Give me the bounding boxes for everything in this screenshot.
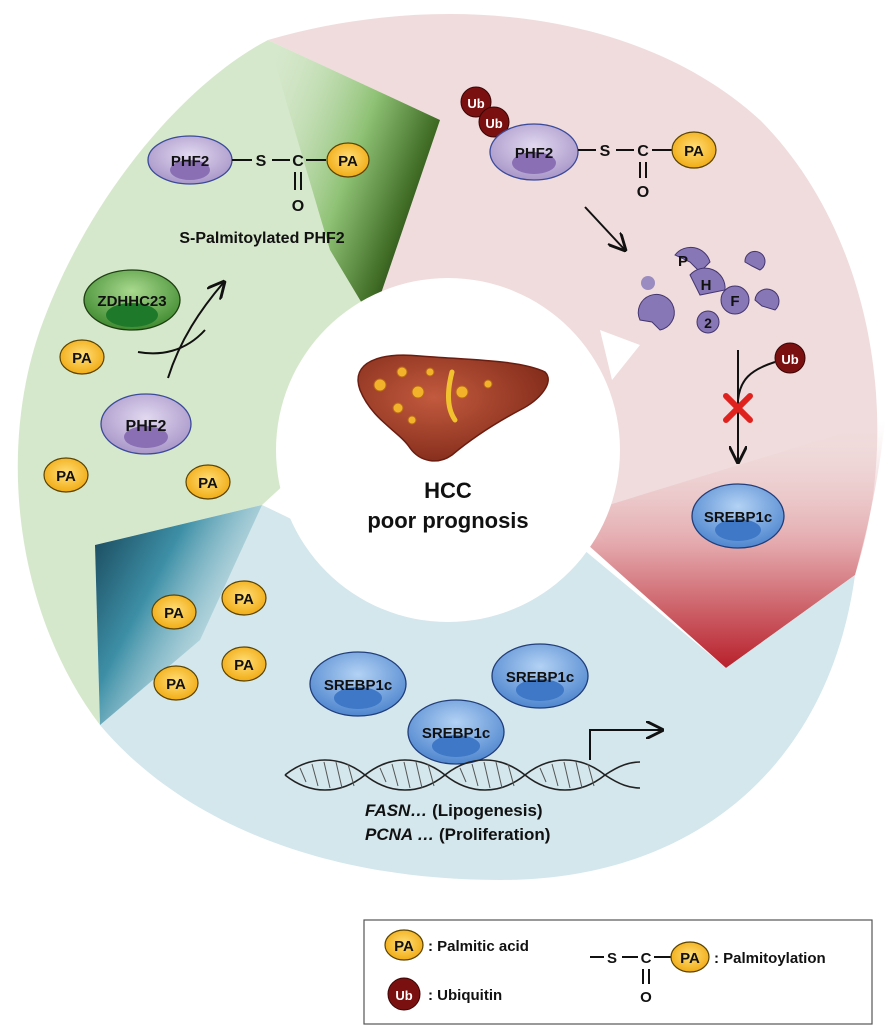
fragment-letter: P xyxy=(678,253,688,270)
notch-left xyxy=(292,378,335,440)
phf2-label: PHF2 xyxy=(515,145,553,162)
pa-molecule xyxy=(221,580,267,616)
legend-pa-label: : Palmitic acid xyxy=(428,938,529,955)
legend-oxygen: O xyxy=(640,989,652,1006)
zdhhc23-label: ZDHHC23 xyxy=(97,293,166,310)
palmitoylation-reaction-group: ZDHHC23 PA PA PA PHF2 xyxy=(43,269,231,500)
fragment-letter: H xyxy=(701,277,712,294)
srebp1c-label: SREBP1c xyxy=(324,677,392,694)
pa-label: PA xyxy=(72,350,92,367)
gene-pcna-function: (Proliferation) xyxy=(434,825,550,844)
pa-label: PA xyxy=(198,475,218,492)
degradation-arrow xyxy=(584,206,625,250)
legend-ub-label: : Ubiquitin xyxy=(428,987,502,1004)
pa-badge-label: PA xyxy=(338,153,358,170)
srebp1c-label: SREBP1c xyxy=(704,509,772,526)
pa-badge-label: PA xyxy=(684,143,704,160)
legend-palm-badge xyxy=(670,941,710,973)
srebp1c-protein xyxy=(309,651,407,717)
phf2-label: PHF2 xyxy=(171,153,209,170)
phf2-label: PHF2 xyxy=(126,418,167,435)
gene-line-2: PCNA … (Proliferation) xyxy=(365,825,550,844)
srebp1c-protein xyxy=(491,643,589,709)
oxygen-label: O xyxy=(637,184,649,201)
degraded-phf2-fragments: P H F 2 xyxy=(637,246,780,334)
gene-fasn-function: (Lipogenesis) xyxy=(427,801,542,820)
pa-badge xyxy=(326,142,370,178)
center-title-line2: poor prognosis xyxy=(367,508,528,533)
pa-label: PA xyxy=(164,605,184,622)
sulfur-label: S xyxy=(600,143,611,160)
gene-pcna: PCNA … xyxy=(365,825,434,844)
srebp1c-protein xyxy=(691,483,785,549)
pa-label: PA xyxy=(56,468,76,485)
oxygen-label: O xyxy=(292,198,304,215)
ubiquitin-badge xyxy=(774,342,806,374)
srebp1c-label: SREBP1c xyxy=(422,725,490,742)
legend-sulfur: S xyxy=(607,950,617,967)
carbon-label: C xyxy=(637,143,649,160)
blue-sector xyxy=(95,505,855,880)
pa-label: PA xyxy=(234,591,254,608)
blocked-ubiquitination: Ub xyxy=(723,342,806,462)
ubiquitin-badge xyxy=(460,86,492,118)
palmitoylated-caption: S-Palmitoylated PHF2 xyxy=(179,230,344,247)
ubiquitin-label: Ub xyxy=(467,96,484,111)
ubiquitin-label: Ub xyxy=(781,352,798,367)
dna-helix xyxy=(284,759,641,791)
pa-molecule xyxy=(43,457,89,493)
ubiquitinated-phf2-group: Ub Ub PHF2 S C O PA xyxy=(460,86,717,250)
transcription-group: PA PA PA PA SREBP1c SREBP1c SREBP1c xyxy=(151,580,662,844)
block-cross-icon xyxy=(723,393,753,423)
green-sector-gradient xyxy=(268,40,440,320)
pa-molecule xyxy=(221,646,267,682)
palmitoylated-phf2-group: PHF2 S C O PA S-Palmitoylated PHF2 xyxy=(147,135,370,247)
legend-ub-badge xyxy=(387,977,421,1011)
phf2-protein xyxy=(100,393,192,455)
ubiquitin-label: Ub xyxy=(485,116,502,131)
ubiquitin-badge xyxy=(478,106,510,138)
notch-bottom xyxy=(420,570,462,610)
center-title-line1: HCC xyxy=(424,478,472,503)
palmitoylation-arrow xyxy=(167,282,224,379)
sulfur-label: S xyxy=(256,153,267,170)
pa-badge xyxy=(671,131,717,169)
legend: PA : Palmitic acid Ub : Ubiquitin S C O … xyxy=(363,919,873,1025)
notch-right xyxy=(600,330,640,380)
srebp1c-label: SREBP1c xyxy=(506,669,574,686)
srebp1c-protein xyxy=(407,699,505,765)
legend-palm-label: : Palmitoylation xyxy=(714,950,826,967)
carbon-label: C xyxy=(292,153,304,170)
liver-illustration xyxy=(357,354,549,462)
gene-fasn: FASN… xyxy=(365,801,427,820)
legend-ub-badge-label: Ub xyxy=(395,988,412,1003)
legend-carbon: C xyxy=(641,950,652,967)
legend-box xyxy=(363,919,873,1025)
fragment-letter: F xyxy=(730,293,739,310)
pa-molecule xyxy=(153,665,199,701)
pa-molecule xyxy=(59,339,105,375)
pa-label: PA xyxy=(234,657,254,674)
transcription-start-arrow xyxy=(589,730,662,760)
pa-molecule xyxy=(151,594,197,630)
gene-line-1: FASN… (Lipogenesis) xyxy=(365,801,543,820)
legend-palm-badge-label: PA xyxy=(680,950,700,967)
fragment-letter: 2 xyxy=(704,315,712,331)
legend-pa-badge-label: PA xyxy=(394,938,414,955)
pa-molecule xyxy=(185,464,231,500)
pa-label: PA xyxy=(166,676,186,693)
legend-pa-badge xyxy=(384,929,424,961)
